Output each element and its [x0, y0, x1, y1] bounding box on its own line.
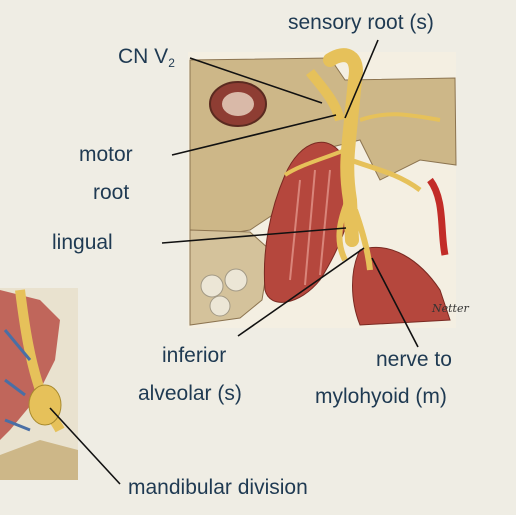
leader-inferior-alveolar [237, 247, 365, 337]
label-inferior-line2: alveolar (s) [138, 382, 242, 405]
label-mylohyoid-line2: mylohyoid (m) [315, 385, 447, 408]
auriculotemporal-nerve [349, 157, 422, 193]
trigeminal-nerve-trunk [323, 48, 363, 247]
leader-sensory-root [344, 39, 379, 119]
leader-mylohyoid [371, 257, 419, 348]
leader-cn-v2 [189, 57, 323, 104]
label-cn-v2: CN V2 [118, 46, 175, 69]
leader-mandibular [49, 407, 121, 485]
tooth [209, 295, 231, 317]
inset-bone [0, 440, 78, 480]
artery [427, 177, 449, 256]
main-illustration: Netter [188, 48, 469, 328]
muscle-fibers [289, 169, 331, 286]
label-mandibular-division: mandibular division [128, 476, 308, 499]
inset-ganglion [28, 384, 62, 426]
label-inferior-line1: inferior [162, 344, 227, 367]
artist-signature: Netter [431, 302, 469, 315]
inset-illustration [0, 288, 78, 480]
inset-vessels [3, 329, 32, 432]
label-motor-line2: root [93, 181, 130, 204]
label-cn-v2-main: CN V [118, 45, 169, 68]
label-sensory-root: sensory root (s) [288, 11, 434, 34]
inferior-alveolar-nerve [352, 209, 373, 271]
tooth [224, 268, 248, 292]
tooth [200, 274, 224, 298]
lingual-nerve [336, 198, 351, 262]
leader-motor-root [171, 114, 337, 156]
ganglion-branch [306, 68, 345, 122]
label-lingual: lingual [52, 231, 113, 254]
leader-lingual [161, 227, 347, 244]
meningeal-branch [359, 112, 441, 122]
buccal-nerve [283, 148, 346, 177]
label-mylohyoid-line1: nerve to [376, 348, 452, 371]
leader-lines [49, 39, 419, 485]
label-motor-line1: motor [79, 143, 133, 166]
foramen-inner [222, 92, 254, 116]
label-cn-v2-subscript: 2 [168, 56, 175, 70]
